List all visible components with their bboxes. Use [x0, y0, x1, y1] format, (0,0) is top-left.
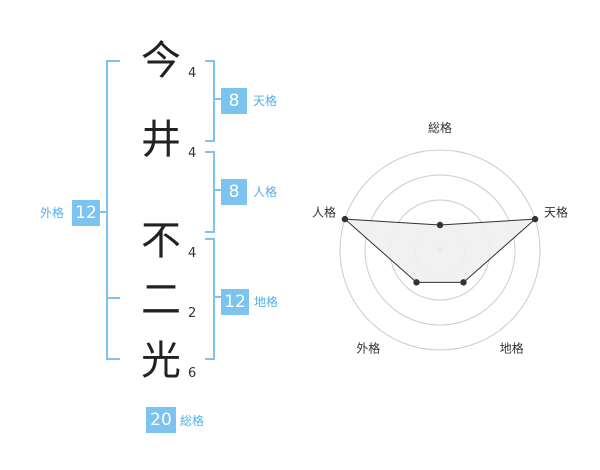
stroke-count-1: 4	[188, 66, 197, 81]
name-char-4: 二	[141, 277, 181, 323]
tenkaku-bracket	[205, 60, 215, 142]
radar-point-5	[341, 215, 349, 223]
gaikaku-label: 外格	[40, 206, 65, 220]
radar-ring-4	[339, 149, 541, 351]
gaikaku-bracket	[106, 60, 120, 360]
tenkaku-connector	[213, 98, 222, 100]
tenkaku-label: 天格	[253, 94, 278, 108]
gaikaku-connector	[100, 211, 108, 213]
jinkaku-connector	[213, 189, 222, 191]
stroke-count-2: 4	[188, 146, 197, 161]
jinkaku-label: 人格	[253, 185, 278, 199]
stroke-count-5: 6	[188, 366, 197, 381]
radar-axis-label-2: 天格	[544, 204, 568, 219]
chikaku-connector	[213, 296, 222, 298]
radar-axis-label-1: 総格	[428, 120, 452, 135]
name-char-2: 井	[141, 117, 181, 163]
radar-point-4	[413, 279, 420, 286]
tenkaku-value: 8	[221, 88, 247, 114]
jinkaku-bracket	[205, 151, 215, 233]
chikaku-label: 地格	[254, 295, 279, 309]
radar-point-2	[531, 215, 539, 223]
jinkaku-value: 8	[221, 179, 247, 205]
radar-axis-label-5: 人格	[312, 204, 336, 219]
soukaku-label: 総格	[180, 414, 205, 428]
gaikaku-bracket-tick	[106, 297, 120, 299]
stroke-count-4: 2	[188, 306, 197, 321]
radar-polygon	[343, 218, 537, 283]
soukaku-value: 20	[146, 407, 176, 433]
radar-point-3	[460, 279, 467, 286]
stroke-count-3: 4	[188, 246, 197, 261]
radar-axis-label-3: 地格	[500, 341, 524, 356]
name-char-1: 今	[141, 38, 181, 84]
radar-point-1	[436, 221, 444, 229]
radar-axis-label-4: 外格	[356, 341, 380, 356]
radar-ring-3	[364, 174, 516, 326]
name-char-5: 光	[141, 338, 181, 384]
chikaku-bracket	[205, 238, 215, 360]
chikaku-value: 12	[221, 289, 249, 315]
gaikaku-value: 12	[72, 200, 100, 226]
name-char-3: 不	[141, 218, 181, 264]
